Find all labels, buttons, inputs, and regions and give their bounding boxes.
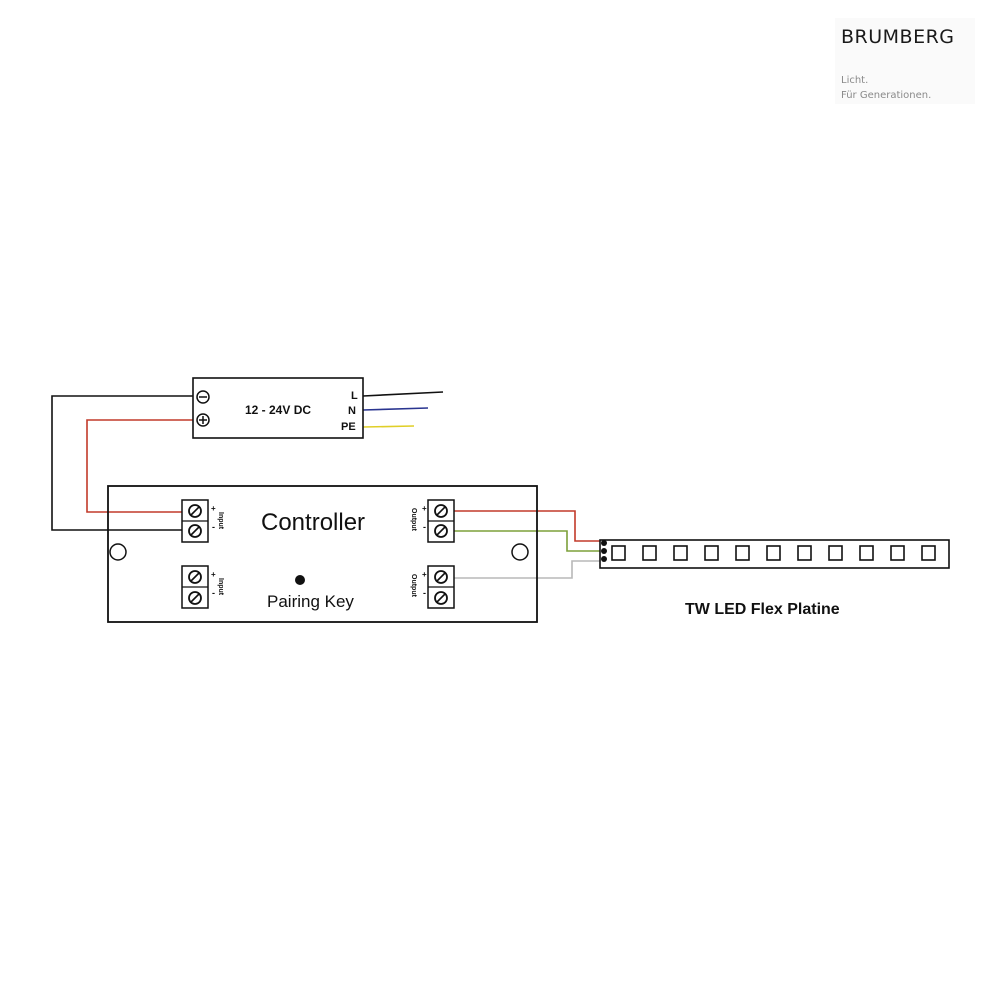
controller: Controller Pairing Key + - Input: [107, 485, 538, 623]
screw-icon: [188, 591, 202, 605]
terminal-N-label: N: [348, 405, 356, 417]
screw-icon: [188, 524, 202, 538]
controller-box: [107, 485, 538, 623]
minus-terminal-icon: [196, 390, 210, 404]
pairing-key-label: Pairing Key: [267, 592, 354, 611]
wire-PE: [362, 425, 415, 428]
power-supply-box: [192, 377, 364, 439]
led-chip: [890, 545, 905, 561]
led-chip: [766, 545, 781, 561]
wire-output-cold: [454, 560, 603, 579]
input-2-minus: -: [212, 588, 215, 598]
pairing-key-button[interactable]: [295, 575, 305, 585]
plus-terminal-icon: [196, 413, 210, 427]
screw-icon: [434, 504, 448, 518]
input-1-plus: +: [211, 504, 216, 513]
led-chip: [797, 545, 812, 561]
screw-icon: [188, 504, 202, 518]
output-2-plus: +: [422, 570, 427, 579]
led-chip: [611, 545, 626, 561]
led-strip-label: TW LED Flex Platine: [685, 601, 840, 618]
terminal-L-label: L: [351, 390, 358, 402]
wire-L: [362, 391, 444, 397]
output-1-label: Output: [410, 508, 417, 532]
strip-solder-pads: [601, 540, 607, 562]
led-chip: [704, 545, 719, 561]
output-1-plus: +: [422, 504, 427, 513]
input-2-plus: +: [211, 570, 216, 579]
wire-output-positive: [454, 510, 603, 542]
mounting-hole-right: [511, 543, 529, 561]
led-chips: [611, 545, 936, 561]
input-1-minus: -: [212, 522, 215, 532]
controller-label: Controller: [261, 509, 365, 536]
wire-psu-negative: [51, 395, 193, 531]
screw-icon: [434, 591, 448, 605]
brand-background: [835, 18, 975, 104]
terminal-PE-label: PE: [341, 421, 356, 433]
wires: [51, 391, 603, 579]
screw-icon: [434, 570, 448, 584]
led-chip: [642, 545, 657, 561]
output-2-minus: -: [423, 588, 426, 598]
brand-tagline-1: Licht.: [841, 75, 868, 86]
input-1-label: Input: [217, 512, 224, 530]
input-terminal-block-1: + - Input: [181, 499, 224, 543]
brand-name: BRUMBERG: [841, 26, 955, 48]
led-strip: TW LED Flex Platine: [599, 539, 950, 618]
wire-N: [362, 407, 429, 411]
led-chip: [828, 545, 843, 561]
led-chip: [735, 545, 750, 561]
screw-icon: [434, 524, 448, 538]
brand-block: BRUMBERG Licht. Für Generationen.: [835, 18, 975, 104]
input-terminal-block-2: + - Input: [181, 565, 224, 609]
input-2-label: Input: [217, 578, 224, 596]
led-chip: [673, 545, 688, 561]
wire-output-warm: [454, 530, 603, 552]
output-2-label: Output: [410, 574, 417, 598]
led-chip: [921, 545, 936, 561]
output-terminal-block-1: + - Output: [410, 499, 455, 543]
mounting-hole-left: [109, 543, 127, 561]
power-supply: 12 - 24V DC L N PE: [192, 377, 364, 439]
output-terminal-block-2: + - Output: [410, 565, 455, 609]
led-chip: [859, 545, 874, 561]
output-1-minus: -: [423, 522, 426, 532]
power-supply-label: 12 - 24V DC: [245, 403, 311, 417]
wire-psu-positive: [86, 419, 193, 513]
brand-tagline-2: Für Generationen.: [841, 90, 931, 101]
screw-icon: [188, 570, 202, 584]
